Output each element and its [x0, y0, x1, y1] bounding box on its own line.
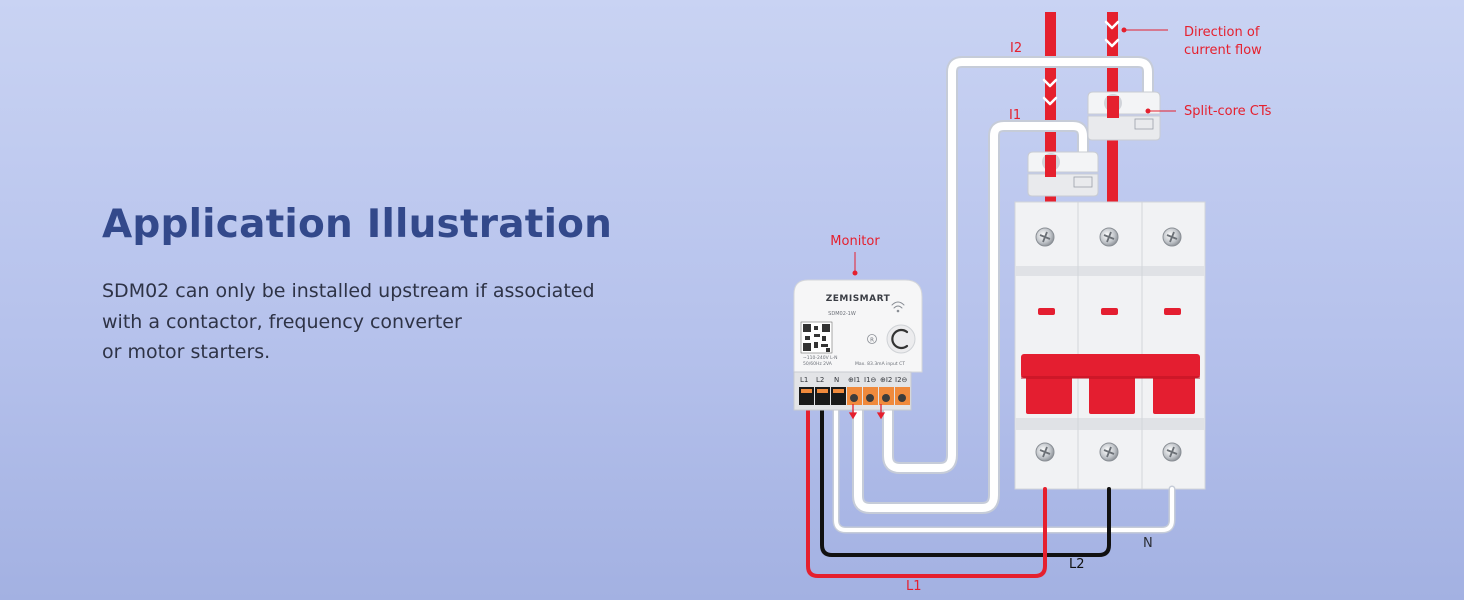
callout-direction-line-1: Direction of [1184, 25, 1260, 40]
wire-label-i2: I2 [1010, 41, 1022, 56]
wire-label-n: N [1143, 536, 1153, 551]
description-line-3: or motor starters. [102, 341, 271, 363]
wire-label-i1: I1 [1009, 108, 1021, 123]
screw-icon [1035, 442, 1055, 462]
callout-monitor-text: Monitor [830, 234, 880, 249]
callout-direction: Direction of current flow [1121, 25, 1262, 58]
description-line-2: with a contactor, frequency converter [102, 310, 462, 333]
callout-split-core: Split-core CTs [1145, 104, 1272, 119]
terminal-block [799, 387, 910, 405]
output-wires [806, 401, 1176, 578]
brand-logo: ZEMISMART [826, 294, 891, 304]
terminal-label-i2-minus: I2⊖ [895, 376, 907, 384]
terminal-label-l2: L2 [816, 376, 824, 384]
r-mark-ring [867, 334, 877, 344]
sdm02-monitor-device: ZEMISMART SDM02-1W R ~110-240V L-N 50/60… [793, 279, 923, 420]
split-core-ct-i2 [1087, 91, 1161, 141]
breaker-toggle [1021, 354, 1200, 414]
wifi-icon [891, 301, 905, 313]
split-core-ct-i1 [1027, 151, 1099, 197]
ct-leads [852, 56, 1154, 514]
terminal-label-i1-minus: I1⊖ [864, 376, 876, 384]
screw-icon [1162, 227, 1182, 247]
terminal-labels: L1 L2 N ⊕I1 I1⊖ ⊕I2 I2⊖ [800, 376, 907, 384]
page-title: Application Illustration [102, 202, 613, 247]
spec-ct-input: Max. 83.3mA input CT [855, 361, 905, 367]
description: SDM02 can only be installed upstream if … [102, 276, 622, 368]
spec-frequency: 50/60Hz 2VA [803, 361, 833, 367]
callout-direction-line-2: current flow [1184, 43, 1262, 58]
terminal-label-l1: L1 [800, 376, 808, 384]
callout-monitor: Monitor [830, 234, 880, 276]
terminal-label-n: N [834, 376, 839, 384]
qr-code-icon [800, 321, 833, 354]
screw-icon [1035, 227, 1055, 247]
screw-icon [1099, 227, 1119, 247]
terminal-label-i1-plus: ⊕I1 [848, 376, 860, 384]
callout-split-core-text: Split-core CTs [1184, 104, 1272, 119]
model-label: SDM02-1W [828, 311, 856, 317]
spec-voltage: ~110-240V L-N [803, 355, 838, 361]
l1-bus-line [1045, 12, 1056, 204]
screw-icon [1162, 442, 1182, 462]
description-line-1: SDM02 can only be installed upstream if … [102, 280, 595, 302]
ct-polarity-arrows [848, 404, 886, 420]
r-mark: R [870, 338, 874, 344]
wire-label-l2: L2 [1069, 557, 1085, 572]
terminal-label-i2-plus: ⊕I2 [880, 376, 892, 384]
screw-icon [1099, 442, 1119, 462]
circuit-breaker [1014, 201, 1206, 490]
wire-label-l1: L1 [906, 579, 922, 594]
